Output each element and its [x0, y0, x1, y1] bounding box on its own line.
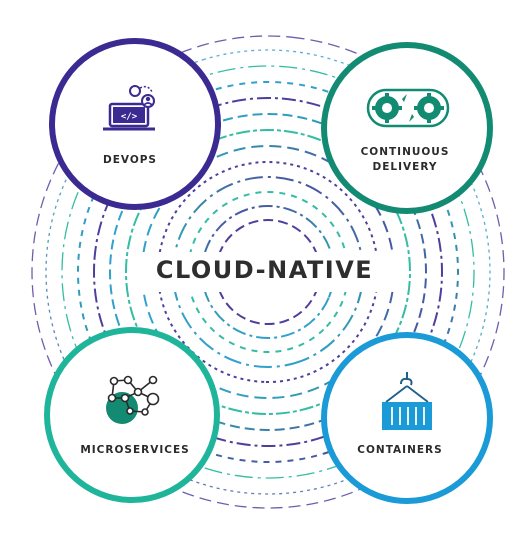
dashed-ring: [172, 176, 364, 368]
dashed-ring: [93, 97, 443, 447]
devops-node: </>: [49, 38, 221, 210]
continuous-delivery-label-line2: DELIVERY: [372, 161, 438, 173]
dashed-ring: [31, 35, 505, 509]
continuous-delivery-label-line1: CONTINUOUS: [360, 146, 450, 158]
microservices-label: MICROSERVICES: [80, 444, 190, 456]
gears-infinity-icon: [366, 88, 450, 128]
diagram-title: CLOUD-NATIVE: [155, 256, 374, 284]
devops-icon: </>: [103, 85, 155, 131]
dashed-ring: [187, 191, 349, 353]
continuous-delivery-label: CONTINUOUS DELIVERY: [335, 145, 475, 175]
devops-circle: [49, 38, 221, 210]
devops-label: DEVOPS: [102, 154, 157, 166]
shipping-container-icon: [382, 372, 432, 430]
continuous-delivery-node: [321, 42, 493, 214]
microservices-node: [44, 327, 220, 503]
containers-node: [321, 332, 493, 504]
network-nodes-icon: [106, 375, 160, 424]
dashed-ring: [201, 205, 335, 339]
dashed-ring: [157, 161, 380, 383]
containers-label: CONTAINERS: [357, 444, 443, 456]
continuous-delivery-circle: [321, 42, 493, 214]
title-backdrop: [130, 252, 400, 292]
svg-text:</>: </>: [121, 112, 138, 122]
